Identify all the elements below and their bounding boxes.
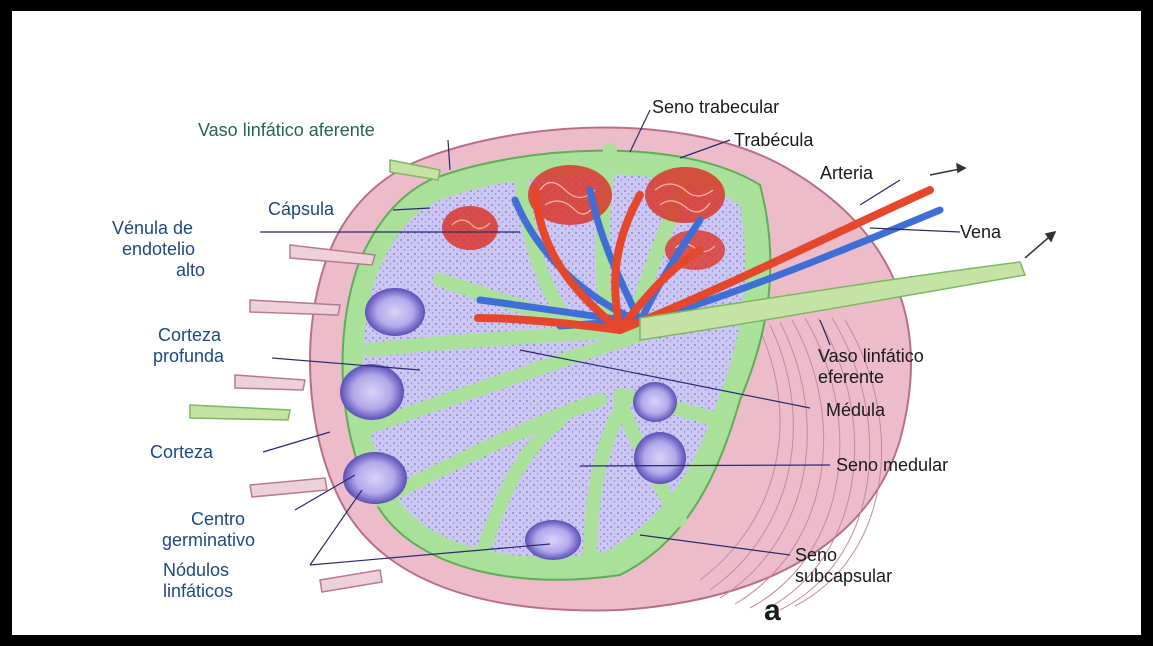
label-trabecula: Trabécula — [734, 130, 813, 151]
flow-arrows — [930, 164, 1055, 258]
label-medulla: Médula — [826, 400, 885, 421]
label-hev-line3: alto — [176, 260, 205, 281]
label-subcapsular-sinus-line1: Seno — [795, 545, 837, 566]
label-subcapsular-sinus-line2: subcapsular — [795, 566, 892, 587]
label-medullary-sinus: Seno medular — [836, 455, 948, 476]
label-cortex: Corteza — [150, 442, 213, 463]
label-lymph-nodules-line2: linfáticos — [163, 581, 233, 602]
panel-letter: a — [764, 594, 781, 628]
label-germinal-center-line2: germinativo — [162, 530, 255, 551]
label-vein: Vena — [960, 222, 1001, 243]
label-afferent-lymph-vessel: Vaso linfático aferente — [198, 120, 375, 141]
label-efferent-line2: eferente — [818, 367, 884, 388]
label-efferent-line1: Vaso linfático — [818, 346, 924, 367]
label-hev-line1: Vénula de — [112, 218, 193, 239]
label-deep-cortex-line2: profunda — [153, 346, 224, 367]
label-hev-line2: endotelio — [122, 239, 195, 260]
label-lymph-nodules-line1: Nódulos — [163, 560, 229, 581]
label-deep-cortex-line1: Corteza — [158, 325, 221, 346]
label-trabecular-sinus: Seno trabecular — [652, 97, 779, 118]
label-germinal-center-line1: Centro — [191, 509, 245, 530]
label-capsule: Cápsula — [268, 199, 334, 220]
label-artery: Arteria — [820, 163, 873, 184]
